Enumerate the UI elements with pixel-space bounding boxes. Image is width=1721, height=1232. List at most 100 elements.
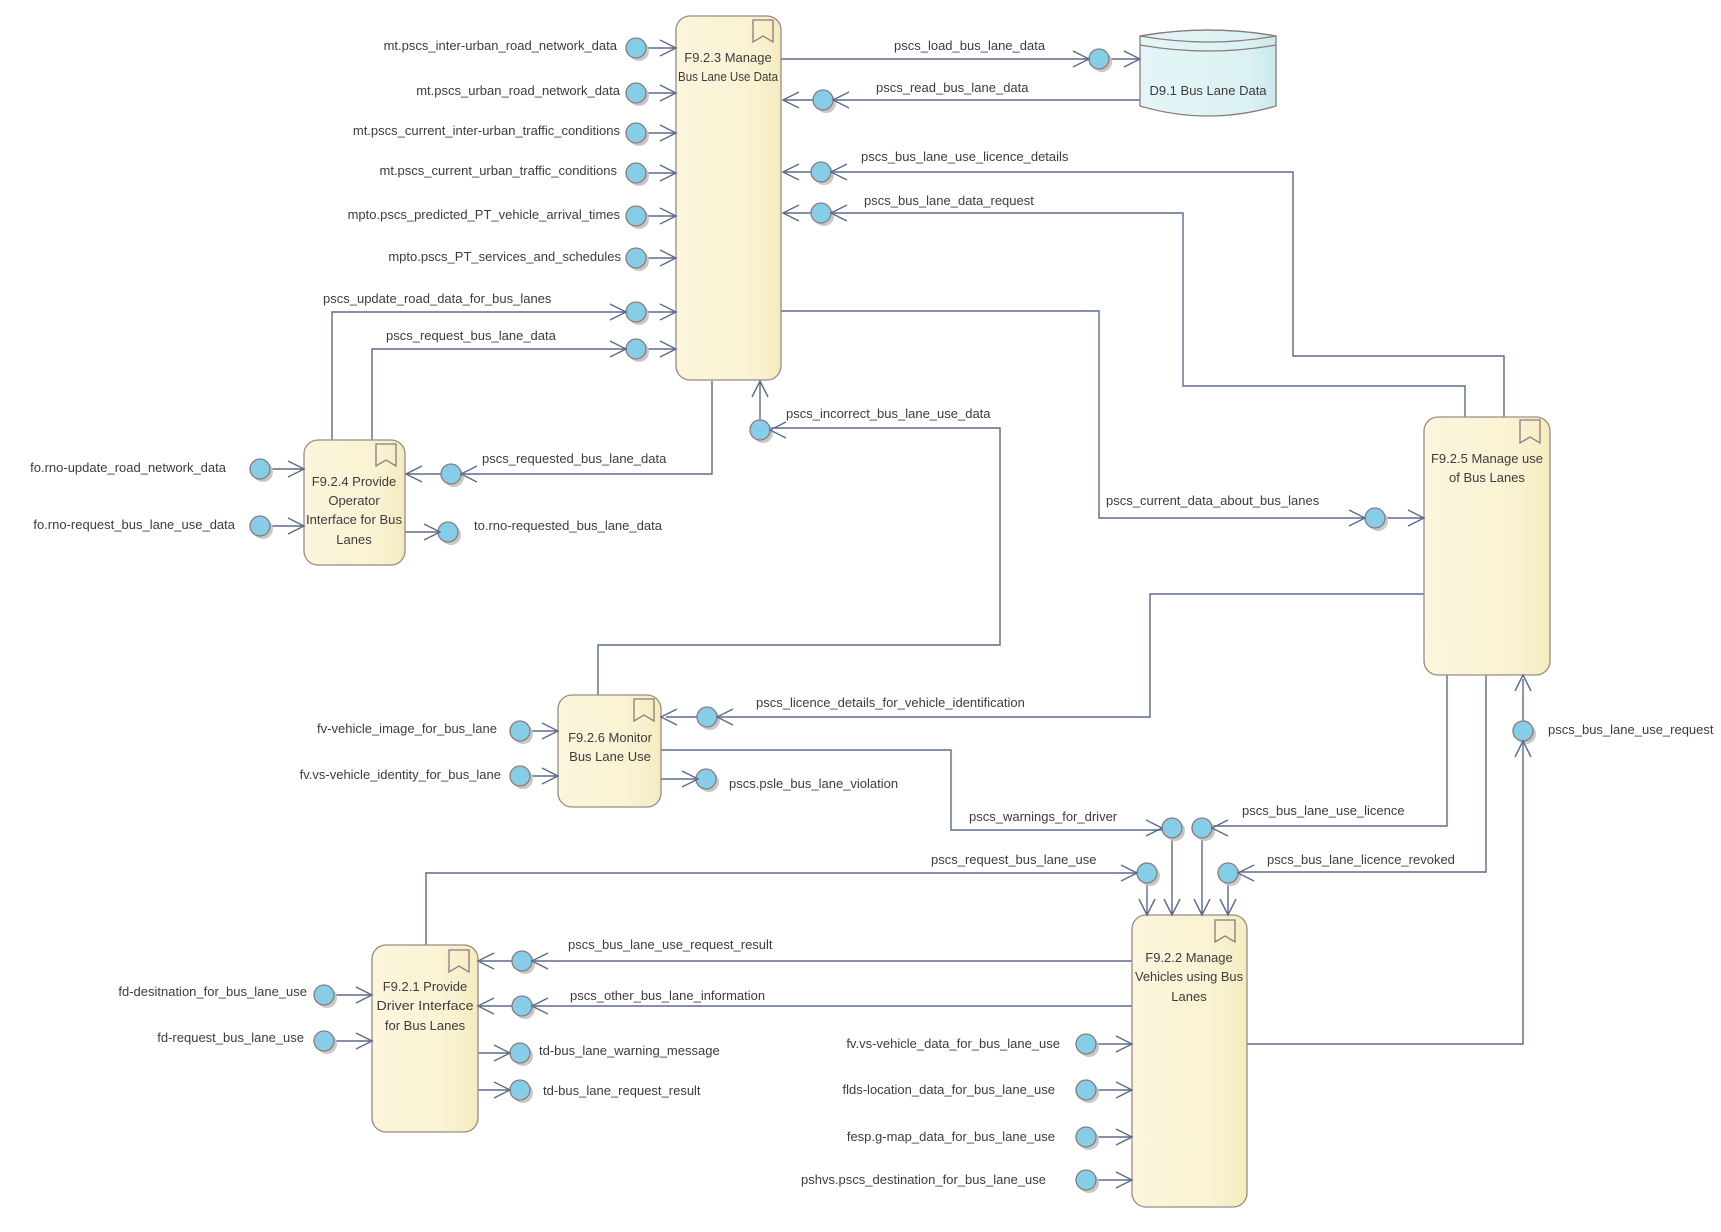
process-label: F9.2.3 Manage — [684, 50, 771, 65]
arrowhead-icon — [355, 986, 374, 1004]
flow-line-f8[interactable] — [371, 348, 676, 440]
flow-port-f11[interactable] — [810, 161, 832, 183]
arrowhead-icon — [423, 523, 442, 541]
flow-label-f32: td-bus_lane_warning_message — [539, 1043, 720, 1058]
flow-port-f23[interactable] — [1512, 720, 1534, 742]
arrowhead-icon — [1138, 898, 1156, 917]
flow-port-f26[interactable] — [1136, 862, 1158, 884]
arrowhead-icon — [768, 421, 787, 439]
process-label: Driver Interface — [377, 998, 474, 1013]
flow-line-f19[interactable] — [666, 593, 1424, 718]
flow-port-f8[interactable] — [625, 338, 647, 360]
flow-port-f3[interactable] — [625, 122, 647, 144]
flow-labels: mt.pscs_inter-urban_road_network_data mt… — [30, 38, 1714, 1187]
flow-port-f7[interactable] — [625, 301, 647, 323]
flow-label-f8: pscs_request_bus_lane_data — [386, 328, 557, 343]
flow-label-f7: pscs_update_road_data_for_bus_lanes — [323, 291, 552, 306]
arrowhead-icon — [831, 91, 850, 109]
flow-arrows — [287, 39, 1532, 1189]
arrowhead-icon — [781, 163, 800, 181]
flow-line-f24[interactable] — [660, 749, 1173, 915]
flow-line-f18[interactable] — [781, 310, 1424, 519]
flow-port-f12[interactable] — [810, 202, 832, 224]
flow-port-f28[interactable] — [511, 950, 533, 972]
arrowhead-icon — [659, 39, 678, 57]
flow-label-f26: pscs_request_bus_lane_use — [931, 852, 1097, 867]
bookmark-icon — [448, 949, 470, 974]
flow-port-f13[interactable] — [749, 419, 771, 441]
arrowhead-icon — [1219, 898, 1237, 917]
flow-label-f21: fv.vs-vehicle_identity_for_bus_lane — [300, 767, 501, 782]
flow-port-f30[interactable] — [313, 984, 335, 1006]
flow-port-f6[interactable] — [625, 247, 647, 269]
flow-line-f7[interactable] — [331, 311, 676, 440]
flow-port-f14[interactable] — [440, 463, 462, 485]
flow-port-f10[interactable] — [812, 89, 834, 111]
arrowhead-icon — [609, 340, 628, 358]
flow-label-f4: mt.pscs_current_urban_traffic_conditions — [380, 163, 618, 178]
flow-port-f16[interactable] — [249, 515, 271, 537]
flow-port-f5[interactable] — [625, 205, 647, 227]
process-label: Bus Lane Use Data — [678, 69, 779, 84]
flow-port-f19[interactable] — [696, 706, 718, 728]
flow-line-f26[interactable] — [425, 872, 1148, 946]
flow-port-f17[interactable] — [437, 521, 459, 543]
bookmark-icon — [1214, 919, 1236, 944]
flow-port-f31[interactable] — [313, 1030, 335, 1052]
arrowhead-icon — [459, 465, 478, 483]
flow-port-f18[interactable] — [1364, 507, 1386, 529]
process-f9-2-2[interactable]: F9.2.2 Manage Vehicles using Bus Lanes — [1131, 914, 1248, 1208]
process-f9-2-3[interactable]: F9.2.3 Manage Bus Lane Use Data — [675, 15, 782, 381]
flow-line-f14[interactable] — [406, 381, 713, 475]
flow-port-f20[interactable] — [509, 720, 531, 742]
flow-port-f37[interactable] — [1075, 1169, 1097, 1191]
flow-port-f21[interactable] — [509, 765, 531, 787]
flow-label-f3: mt.pscs_current_inter-urban_traffic_cond… — [353, 123, 621, 138]
arrowhead-icon — [1210, 819, 1229, 837]
data-store-d9-1[interactable]: D9.1 Bus Lane Data — [1139, 29, 1277, 117]
flow-label-f30: fd-desitnation_for_bus_lane_use — [118, 984, 307, 999]
flow-line-f12[interactable] — [783, 212, 1466, 417]
flow-port-f33[interactable] — [509, 1079, 531, 1101]
arrowhead-icon — [476, 952, 495, 970]
flow-line-f13[interactable] — [597, 383, 1001, 695]
flow-port-f25[interactable] — [1191, 817, 1213, 839]
flow-line-f11[interactable] — [783, 171, 1505, 417]
flow-port-f1[interactable] — [625, 37, 647, 59]
arrowhead-icon — [493, 1081, 512, 1099]
process-label: for Bus Lanes — [385, 1018, 466, 1033]
flow-line-f25[interactable] — [1201, 674, 1448, 915]
arrowhead-icon — [541, 767, 560, 785]
flow-port-f29[interactable] — [511, 995, 533, 1017]
process-f9-2-6[interactable]: F9.2.6 Monitor Bus Lane Use — [557, 694, 662, 808]
flow-line-f23[interactable] — [1247, 679, 1524, 1045]
arrowhead-icon — [1072, 50, 1091, 68]
process-f9-2-4[interactable]: F9.2.4 Provide Operator Interface for Bu… — [303, 439, 406, 566]
flow-port-f2[interactable] — [625, 82, 647, 104]
flow-label-f2: mt.pscs_urban_road_network_data — [416, 83, 621, 98]
arrowhead-icon — [659, 340, 678, 358]
process-f9-2-1[interactable]: F9.2.1 Provide Driver Interface for Bus … — [371, 944, 479, 1133]
flow-port-f9[interactable] — [1088, 48, 1110, 70]
flow-port-f15[interactable] — [249, 458, 271, 480]
flow-port-f35[interactable] — [1075, 1079, 1097, 1101]
flow-port-f4[interactable] — [625, 162, 647, 184]
flow-port-f22[interactable] — [695, 768, 717, 790]
process-f9-2-5[interactable]: F9.2.5 Manage use of Bus Lanes — [1423, 416, 1551, 676]
flow-port-f27[interactable] — [1217, 862, 1239, 884]
arrowhead-icon — [476, 997, 495, 1015]
arrowhead-icon — [1115, 1128, 1134, 1146]
flow-label-f25: pscs_bus_lane_use_licence — [1242, 803, 1405, 818]
arrowhead-icon — [659, 84, 678, 102]
flow-label-f35: flds-location_data_for_bus_lane_use — [843, 1082, 1056, 1097]
flow-port-f36[interactable] — [1075, 1126, 1097, 1148]
flow-label-f9: pscs_load_bus_lane_data — [894, 38, 1046, 53]
flow-label-f11: pscs_bus_lane_use_licence_details — [861, 149, 1069, 164]
flow-label-f23: pscs_bus_lane_use_request — [1548, 722, 1714, 737]
arrowhead-icon — [829, 163, 848, 181]
flow-port-f34[interactable] — [1075, 1033, 1097, 1055]
flow-port-f32[interactable] — [509, 1042, 531, 1064]
process-label: F9.2.2 Manage — [1145, 950, 1232, 965]
flow-port-f24[interactable] — [1161, 817, 1183, 839]
flow-label-f24: pscs_warnings_for_driver — [969, 809, 1118, 824]
